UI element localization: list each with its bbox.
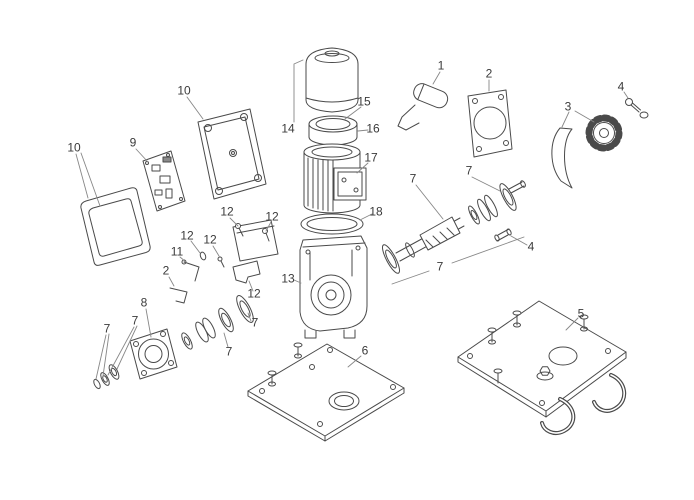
part-3-clamp-and-gear bbox=[551, 114, 623, 189]
part-13-gearbox bbox=[299, 235, 368, 339]
part-10-gasket-frame bbox=[80, 187, 151, 266]
part-7-8-bearing-stack bbox=[93, 295, 254, 390]
part-15-16-fan-cover bbox=[308, 115, 358, 146]
part-2-bracket-plate bbox=[467, 89, 513, 158]
part-4-pin bbox=[494, 228, 512, 242]
part-11-12-small-parts bbox=[169, 219, 279, 304]
part-10-cover bbox=[197, 108, 267, 200]
part-9-control-board bbox=[142, 150, 186, 212]
part-6-base-plate bbox=[247, 342, 405, 442]
part-17-motor bbox=[303, 143, 367, 214]
part-18-gasket bbox=[300, 213, 364, 235]
part-1-capacitor bbox=[397, 83, 449, 131]
leader-lines bbox=[75, 59, 629, 380]
part-4-screw-top bbox=[625, 98, 649, 119]
part-14-motor-cover bbox=[305, 47, 359, 113]
part-7-worm-shaft-assembly bbox=[382, 180, 526, 274]
part-5-mounting-plate bbox=[457, 300, 627, 435]
